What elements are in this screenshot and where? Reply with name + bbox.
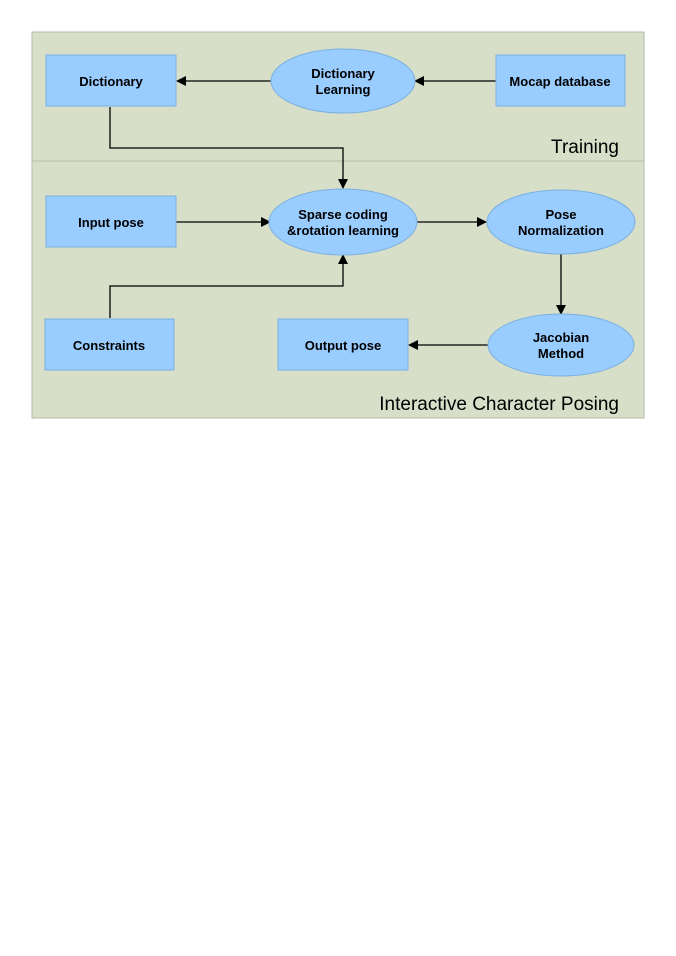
output-pose-node: Output pose (277, 318, 409, 371)
dictionary-node: Dictionary (45, 54, 177, 107)
node-label-line: Learning (316, 82, 371, 97)
node-label-line: Mocap database (509, 74, 610, 89)
node-label-line: Method (538, 346, 584, 361)
node-label-line: Output pose (305, 338, 382, 353)
node-label-line: Jacobian (533, 330, 589, 345)
input-pose-node: Input pose (45, 195, 177, 248)
svg-text:Sparse coding&rotation learnin: Sparse coding&rotation learning (287, 207, 399, 238)
node-label-line: Normalization (518, 223, 604, 238)
posing-section-label: Interactive Character Posing (379, 394, 619, 415)
edge-dictionary-to-sparse-coding (109, 107, 348, 189)
edge-constraints-to-sparse-coding (109, 254, 348, 318)
svg-text:Output pose: Output pose (305, 338, 382, 353)
sparse-coding-node: Sparse coding&rotation learning (268, 188, 418, 256)
edges (109, 76, 566, 350)
svg-text:Input pose: Input pose (78, 215, 144, 230)
node-label-line: Sparse coding (298, 207, 388, 222)
svg-text:Mocap database: Mocap database (509, 74, 610, 89)
mocap-database-node: Mocap database (495, 54, 626, 107)
node-label-line: Pose (545, 207, 576, 222)
node-label-line: &rotation learning (287, 223, 399, 238)
svg-text:Constraints: Constraints (73, 338, 145, 353)
node-label-line: Dictionary (79, 74, 143, 89)
training-section-label: Training (551, 137, 619, 158)
node-label-line: Constraints (73, 338, 145, 353)
node-label-line: Input pose (78, 215, 144, 230)
constraints-node: Constraints (44, 318, 175, 371)
node-label-line: Dictionary (311, 66, 375, 81)
svg-text:Dictionary: Dictionary (79, 74, 143, 89)
